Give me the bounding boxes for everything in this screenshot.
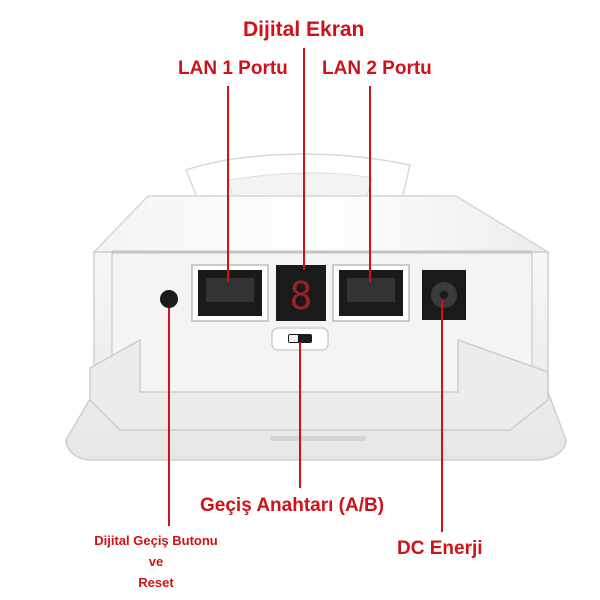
label-lan1-port: LAN 1 Portu [178, 58, 288, 79]
housing-tray [89, 338, 549, 431]
digital-display: 8 [276, 265, 326, 321]
label-digital-button-line2: ve [148, 554, 164, 569]
label-mode-switch: Geçiş Anahtarı (A/B) [200, 495, 385, 516]
tray-slot [270, 436, 366, 441]
label-digital-display: Dijital Ekran [243, 18, 365, 41]
dc-power-jack [422, 270, 466, 320]
label-digital-button-line1: Dijital Geçiş Butonu [94, 533, 218, 548]
lan1-port [191, 264, 269, 322]
pointer-lines [168, 48, 443, 532]
reset-button [160, 290, 178, 308]
display-digit: 8 [290, 274, 313, 318]
label-lan2-port: LAN 2 Portu [322, 58, 432, 79]
housing-top [92, 195, 551, 253]
label-dc-power: DC Enerji [397, 538, 483, 559]
label-digital-button-line3: Reset [138, 575, 174, 590]
label-digital-button-reset: Dijital Geçiş Butonu ve Reset [72, 530, 240, 593]
